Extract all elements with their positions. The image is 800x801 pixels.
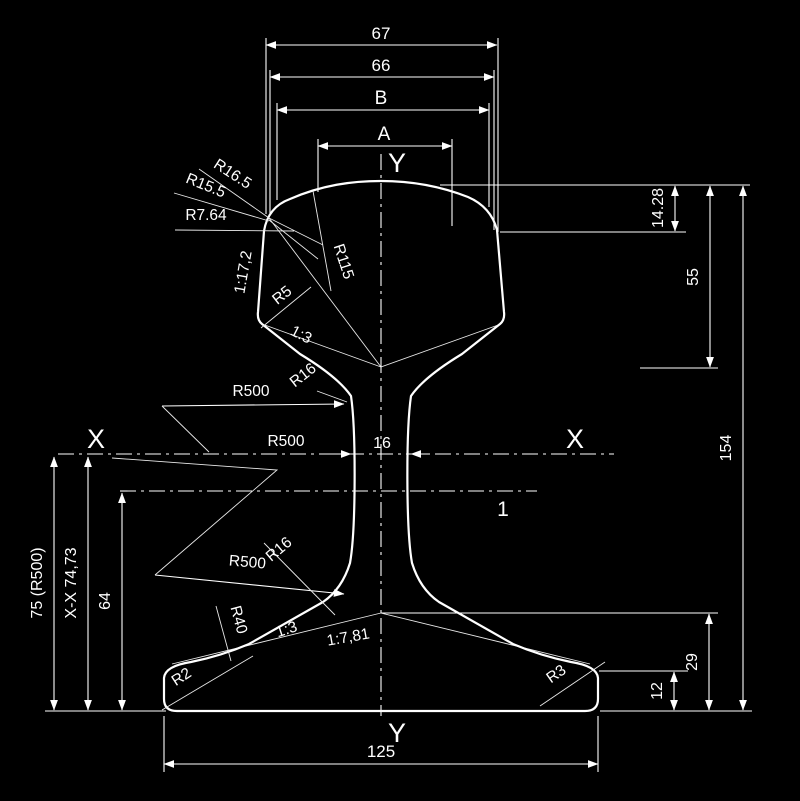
dim-ref-to-base: 64 — [97, 592, 114, 610]
radius-r115: R115 — [330, 242, 357, 281]
dim-foot-width: 125 — [367, 742, 395, 761]
construction-lines — [171, 217, 591, 665]
dim-foot-edge-height: 12 — [649, 682, 666, 700]
dimension-lines — [50, 41, 747, 768]
slope-foot-top: 1:7,81 — [326, 625, 371, 649]
radius-r16-foot: R16 — [263, 534, 296, 565]
dim-xx-to-base: X-X 74,73 — [63, 547, 80, 618]
radius-r500-foot: R500 — [228, 552, 267, 572]
dim-head-width-outer: 67 — [372, 24, 391, 43]
dim-head-corner-height: 14.28 — [650, 188, 667, 228]
dim-total-height: 154 — [718, 435, 735, 462]
extension-lines — [45, 38, 752, 772]
leader-lines — [111, 168, 606, 711]
x-axis-label-right: X — [566, 424, 584, 454]
slope-head-side: 1:17,2 — [231, 250, 255, 295]
rail-outline — [162, 179, 600, 713]
x-axis-label-left: X — [87, 424, 105, 454]
dim-head-depth: 55 — [685, 268, 702, 286]
slope-head-chamfer: 1:3 — [288, 323, 315, 348]
radius-r500-head: R500 — [232, 383, 269, 400]
radius-r3: R3 — [543, 662, 569, 687]
radius-r5: R5 — [269, 283, 295, 309]
y-axis-label-bottom: Y — [388, 718, 406, 748]
dim-web-thickness: 16 — [373, 435, 391, 452]
dim-foot-apex-height: 29 — [684, 653, 701, 671]
slope-foot: 1:3 — [274, 618, 300, 641]
radius-r40: R40 — [226, 604, 250, 636]
radius-r7-64: R7.64 — [185, 207, 227, 224]
dim-width-a: A — [378, 124, 391, 145]
dim-head-width-inner: 66 — [372, 56, 391, 75]
dim-axis-to-base: 75 (R500) — [29, 547, 46, 618]
radius-r500-axis: R500 — [267, 433, 304, 450]
y-axis-label-top: Y — [388, 148, 406, 178]
labels: 67 66 B A Y Y X X 1 14.28 55 154 29 12 7… — [29, 24, 735, 761]
center-lines — [58, 154, 614, 716]
ref-line-label: 1 — [497, 498, 509, 521]
dim-width-b: B — [375, 88, 388, 109]
